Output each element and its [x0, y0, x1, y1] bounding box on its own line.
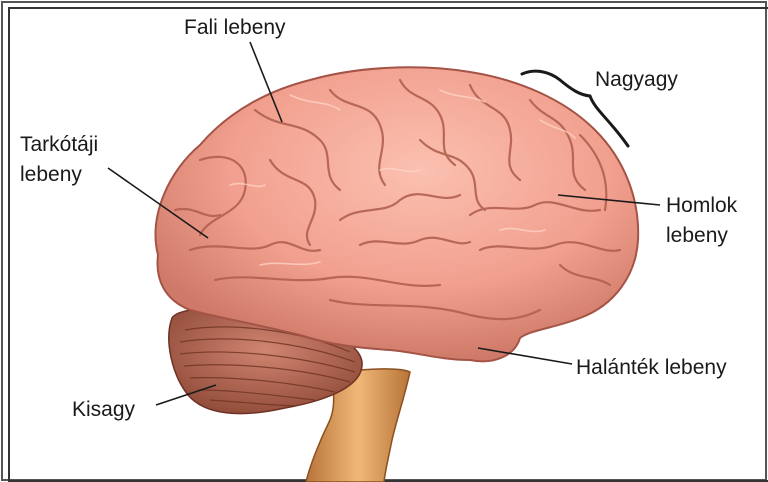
label-nagyagy: Nagyagy [595, 68, 678, 91]
label-fali-lebeny: Fali lebeny [184, 16, 286, 39]
label-tarkotaji-line1: Tarkótáji [20, 133, 98, 156]
label-halantek-lebeny: Halánték lebeny [576, 356, 727, 379]
label-homlok-line1: Homlok [666, 194, 738, 217]
label-kisagy: Kisagy [72, 398, 136, 421]
label-homlok-line2: lebeny [666, 224, 728, 247]
cerebrum [156, 67, 639, 361]
label-tarkotaji-line2: lebeny [20, 163, 82, 186]
